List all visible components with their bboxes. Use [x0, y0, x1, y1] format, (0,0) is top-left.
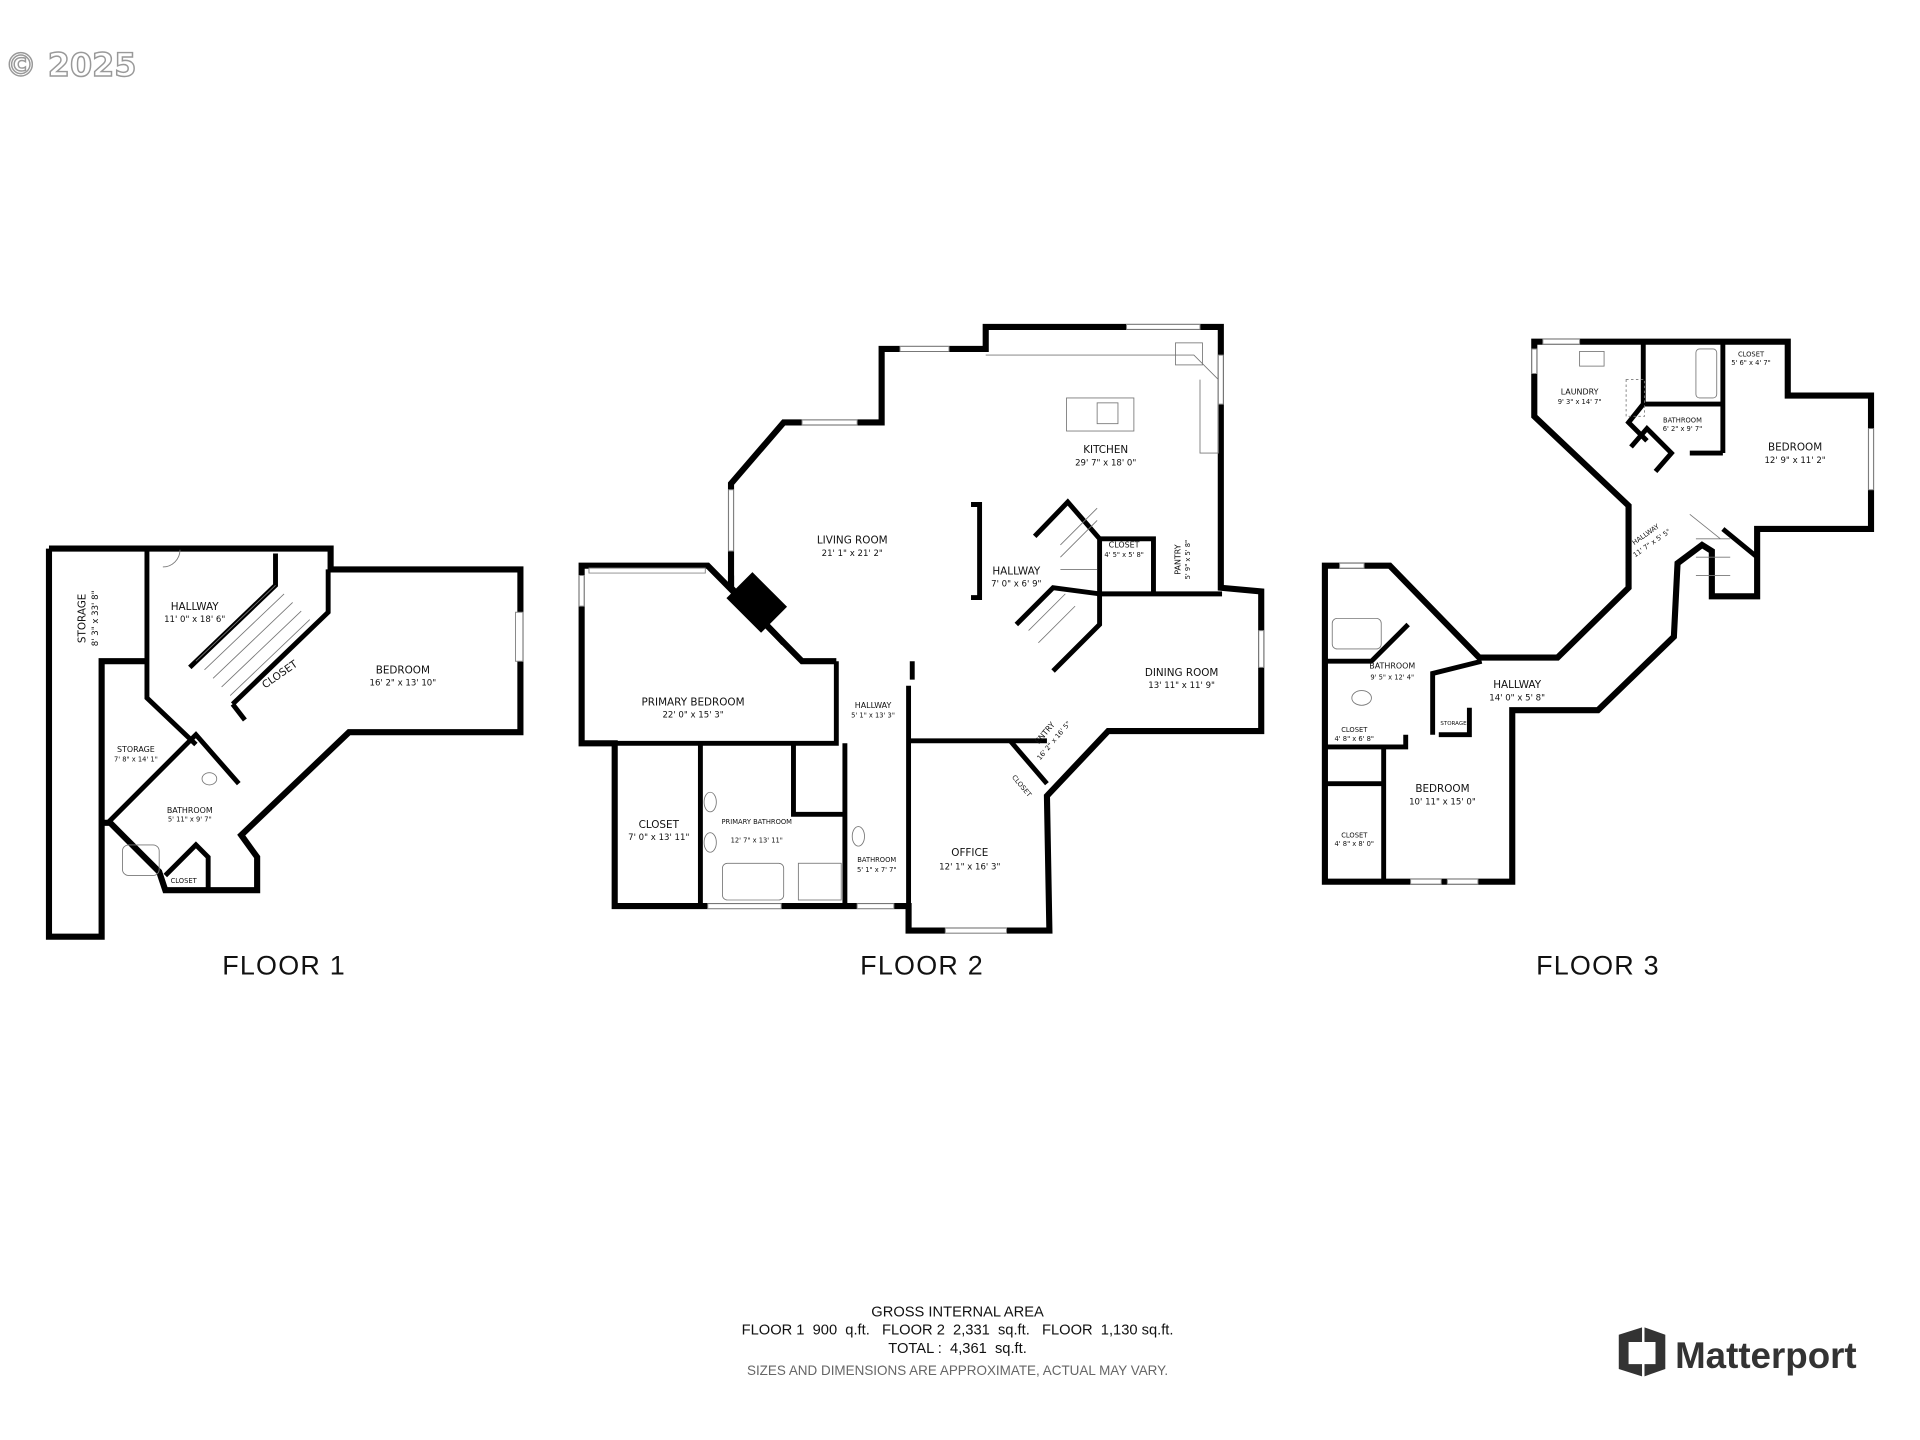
room-label: HALLWAY [855, 701, 892, 710]
room-dims: 4' 8" x 6' 8" [1335, 735, 1374, 743]
room-dims: 7' 0" x 13' 11" [628, 833, 689, 843]
room-label: HALLWAY [171, 601, 220, 613]
floor-1-plan: STORAGE 8' 3" x 33' 8" HALLWAY 11' 0" x … [45, 545, 524, 981]
room-label: CLOSET [639, 819, 680, 831]
room-dims: 9' 5" x 12' 4" [1370, 674, 1414, 682]
room-dims: 12' 9" x 11' 2" [1764, 456, 1825, 466]
floor-2-plan: KITCHEN 29' 7" x 18' 0" LIVING ROOM 21' … [578, 323, 1265, 981]
room-dims: 8' 3" x 33' 8" [91, 590, 101, 646]
matterport-logo-text: Matterport [1675, 1335, 1857, 1376]
room-dims: 16' 2" x 13' 10" [370, 679, 437, 689]
room-label: CLOSET [171, 877, 198, 885]
area-disclaimer: SIZES AND DIMENSIONS ARE APPROXIMATE, AC… [747, 1363, 1168, 1378]
room-label: BATHROOM [1369, 662, 1415, 671]
floor-2-label: FLOOR 2 [860, 951, 984, 981]
room-dims: 5' 1" x 7' 7" [857, 866, 897, 874]
floor-1-label: FLOOR 1 [222, 951, 346, 981]
room-label: BEDROOM [1415, 783, 1469, 795]
room-label: LIVING ROOM [817, 535, 888, 547]
room-label: BEDROOM [1768, 442, 1822, 454]
room-dims: 13' 11" x 11' 9" [1148, 681, 1215, 691]
room-label: DINING ROOM [1145, 667, 1219, 679]
matterport-logo-icon [1618, 1327, 1666, 1377]
room-label: HALLWAY [992, 565, 1041, 577]
room-dims: 10' 11" x 15' 0" [1409, 797, 1476, 807]
room-dims: 12' 7" x 13' 11" [731, 836, 783, 844]
matterport-logo: Matterport [1618, 1327, 1857, 1377]
room-dims: 9' 3" x 14' 7" [1558, 398, 1602, 406]
copyright-watermark: © 2025 [5, 46, 136, 84]
room-dims: 14' 0" x 5' 8" [1489, 693, 1545, 703]
room-dims: 29' 7" x 18' 0" [1075, 458, 1136, 468]
floor-3-plan: LAUNDRY 9' 3" x 14' 7" BATHROOM 6' 2" x … [1321, 338, 1875, 981]
room-dims: 4' 8" x 8' 0" [1335, 840, 1374, 848]
room-label: KITCHEN [1083, 444, 1128, 456]
room-label: STORAGE [1440, 721, 1467, 727]
room-label: CLOSET [1738, 350, 1765, 358]
room-label: OFFICE [951, 847, 988, 859]
room-label: BEDROOM [376, 664, 430, 676]
room-label: PRIMARY BEDROOM [642, 696, 745, 708]
room-label: LAUNDRY [1561, 387, 1599, 396]
room-label: BATHROOM [167, 806, 213, 815]
room-label: CLOSET [1341, 726, 1368, 734]
room-dims: 12' 1" x 16' 3" [939, 862, 1000, 872]
room-dims: 5' 11" x 9' 7" [168, 816, 212, 824]
room-label: PRIMARY BATHROOM [722, 818, 793, 826]
room-dims: 5' 1" x 13' 3" [851, 712, 895, 720]
area-title: GROSS INTERNAL AREA [871, 1304, 1044, 1320]
room-label: CLOSET [1010, 773, 1033, 799]
room-label: BATHROOM [857, 856, 896, 864]
room-label: HALLWAY [1493, 679, 1542, 691]
room-label: PANTRY [1173, 544, 1182, 575]
room-label: CLOSET [1109, 540, 1140, 549]
room-label: CLOSET [1341, 832, 1368, 840]
room-dims: 4' 5" x 5' 8" [1104, 551, 1144, 559]
room-label: STORAGE [117, 745, 155, 754]
area-total: TOTAL : 4,361 sq.ft. [888, 1341, 1027, 1357]
area-floors: FLOOR 1 900 q.ft. FLOOR 2 2,331 sq.ft. F… [742, 1323, 1174, 1339]
floor-3-label: FLOOR 3 [1536, 951, 1660, 981]
room-dims: 6' 2" x 9' 7" [1663, 425, 1703, 433]
room-dims: 7' 8" x 14' 1" [114, 756, 158, 764]
room-dims: 7' 0" x 6' 9" [991, 580, 1041, 590]
room-dims: 5' 6" x 4' 7" [1731, 359, 1771, 367]
room-dims: 11' 0" x 18' 6" [164, 615, 225, 625]
room-dims: 22' 0" x 15' 3" [662, 711, 723, 721]
room-label: BATHROOM [1663, 416, 1702, 424]
room-dims: 5' 9" x 5' 8" [1184, 540, 1192, 579]
room-label: STORAGE [77, 594, 89, 643]
area-summary: GROSS INTERNAL AREA FLOOR 1 900 q.ft. FL… [742, 1304, 1174, 1378]
room-dims: 21' 1" x 21' 2" [822, 549, 883, 559]
